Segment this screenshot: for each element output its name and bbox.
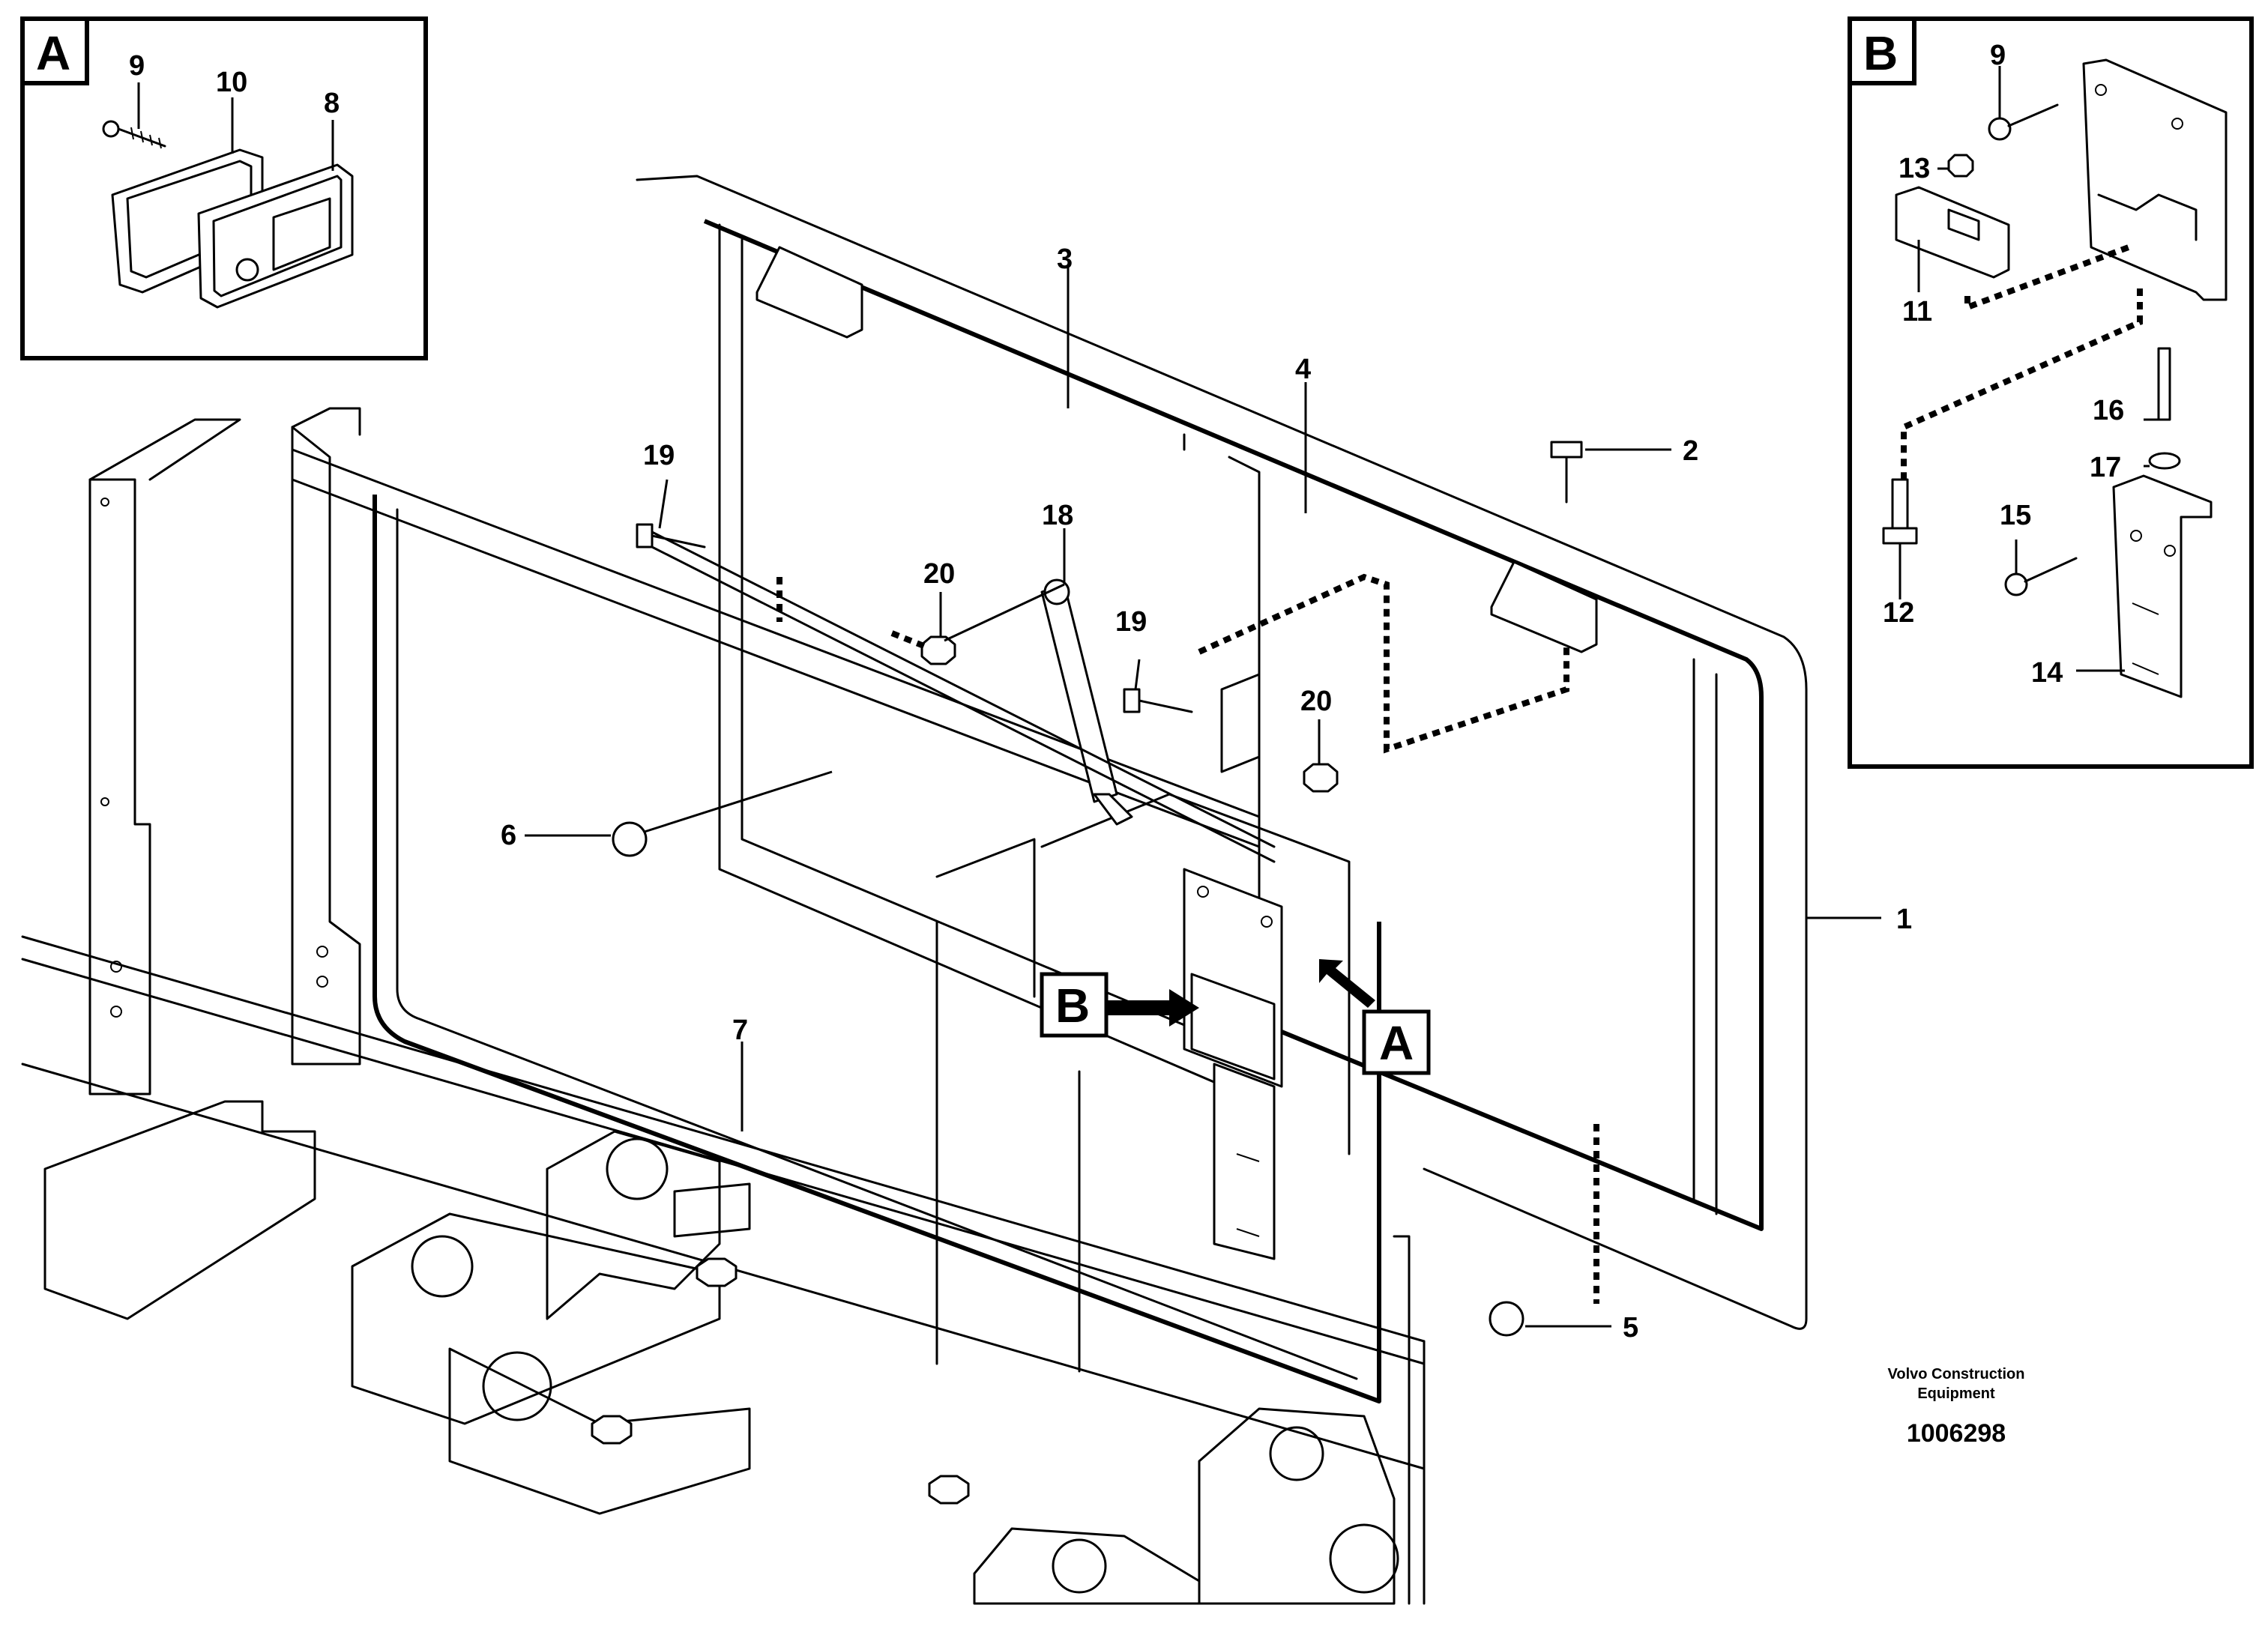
callout-b-letter: B [1055, 979, 1090, 1033]
inset-b-label-15: 15 [2000, 500, 2031, 531]
inset-a-label-8: 8 [324, 88, 340, 119]
footer: Volvo Construction Equipment 1006298 [1888, 1366, 2025, 1448]
part-label-5: 5 [1623, 1312, 1638, 1344]
part-label-7: 7 [732, 1015, 748, 1046]
part-label-6: 6 [501, 820, 516, 851]
footer-company-line1: Volvo Construction [1888, 1366, 2025, 1382]
part-label-20-lower: 20 [1300, 686, 1332, 717]
part-labels: 3 4 2 1 5 6 7 18 19 19 20 20 [501, 244, 1912, 1344]
main-assembly: 3 4 2 1 5 6 7 18 19 19 20 20 [21, 175, 1912, 1605]
part-label-1: 1 [1896, 904, 1912, 935]
part-label-2: 2 [1683, 435, 1698, 467]
inset-a-label-10: 10 [216, 67, 247, 98]
inset-b-label-13: 13 [1898, 153, 1930, 184]
part-label-19-right: 19 [1115, 606, 1147, 638]
inset-b-label-17: 17 [2090, 452, 2121, 483]
callout-a-letter: A [1379, 1016, 1414, 1070]
chassis-frame [21, 407, 1426, 1605]
part-label-4: 4 [1295, 354, 1311, 385]
callout-b: B [1040, 972, 1199, 1038]
door-panel [373, 175, 1808, 1403]
footer-drawing-number: 1006298 [1907, 1419, 2006, 1448]
inset-b: B 9 13 11 [1848, 16, 2254, 769]
inset-b-letter: B [1863, 26, 1898, 80]
inset-b-label-9: 9 [1990, 40, 2006, 71]
inset-a-label-9: 9 [129, 50, 145, 82]
part-label-18: 18 [1042, 500, 1073, 531]
assembly-dash-lines [776, 573, 1599, 1304]
inset-a-letter: A [36, 26, 70, 80]
inset-a: A 9 10 8 [20, 16, 428, 360]
callout-a: A [1319, 959, 1431, 1075]
inset-b-label-12: 12 [1883, 597, 1914, 629]
inset-b-label-16: 16 [2093, 395, 2124, 426]
part-label-19-upper: 19 [643, 440, 675, 471]
footer-company-line2: Equipment [1917, 1385, 1995, 1402]
inset-b-label-11: 11 [1902, 296, 1932, 327]
part-label-3: 3 [1057, 244, 1073, 275]
part-label-20-upper: 20 [923, 558, 955, 590]
inset-b-label-14: 14 [2031, 657, 2063, 689]
